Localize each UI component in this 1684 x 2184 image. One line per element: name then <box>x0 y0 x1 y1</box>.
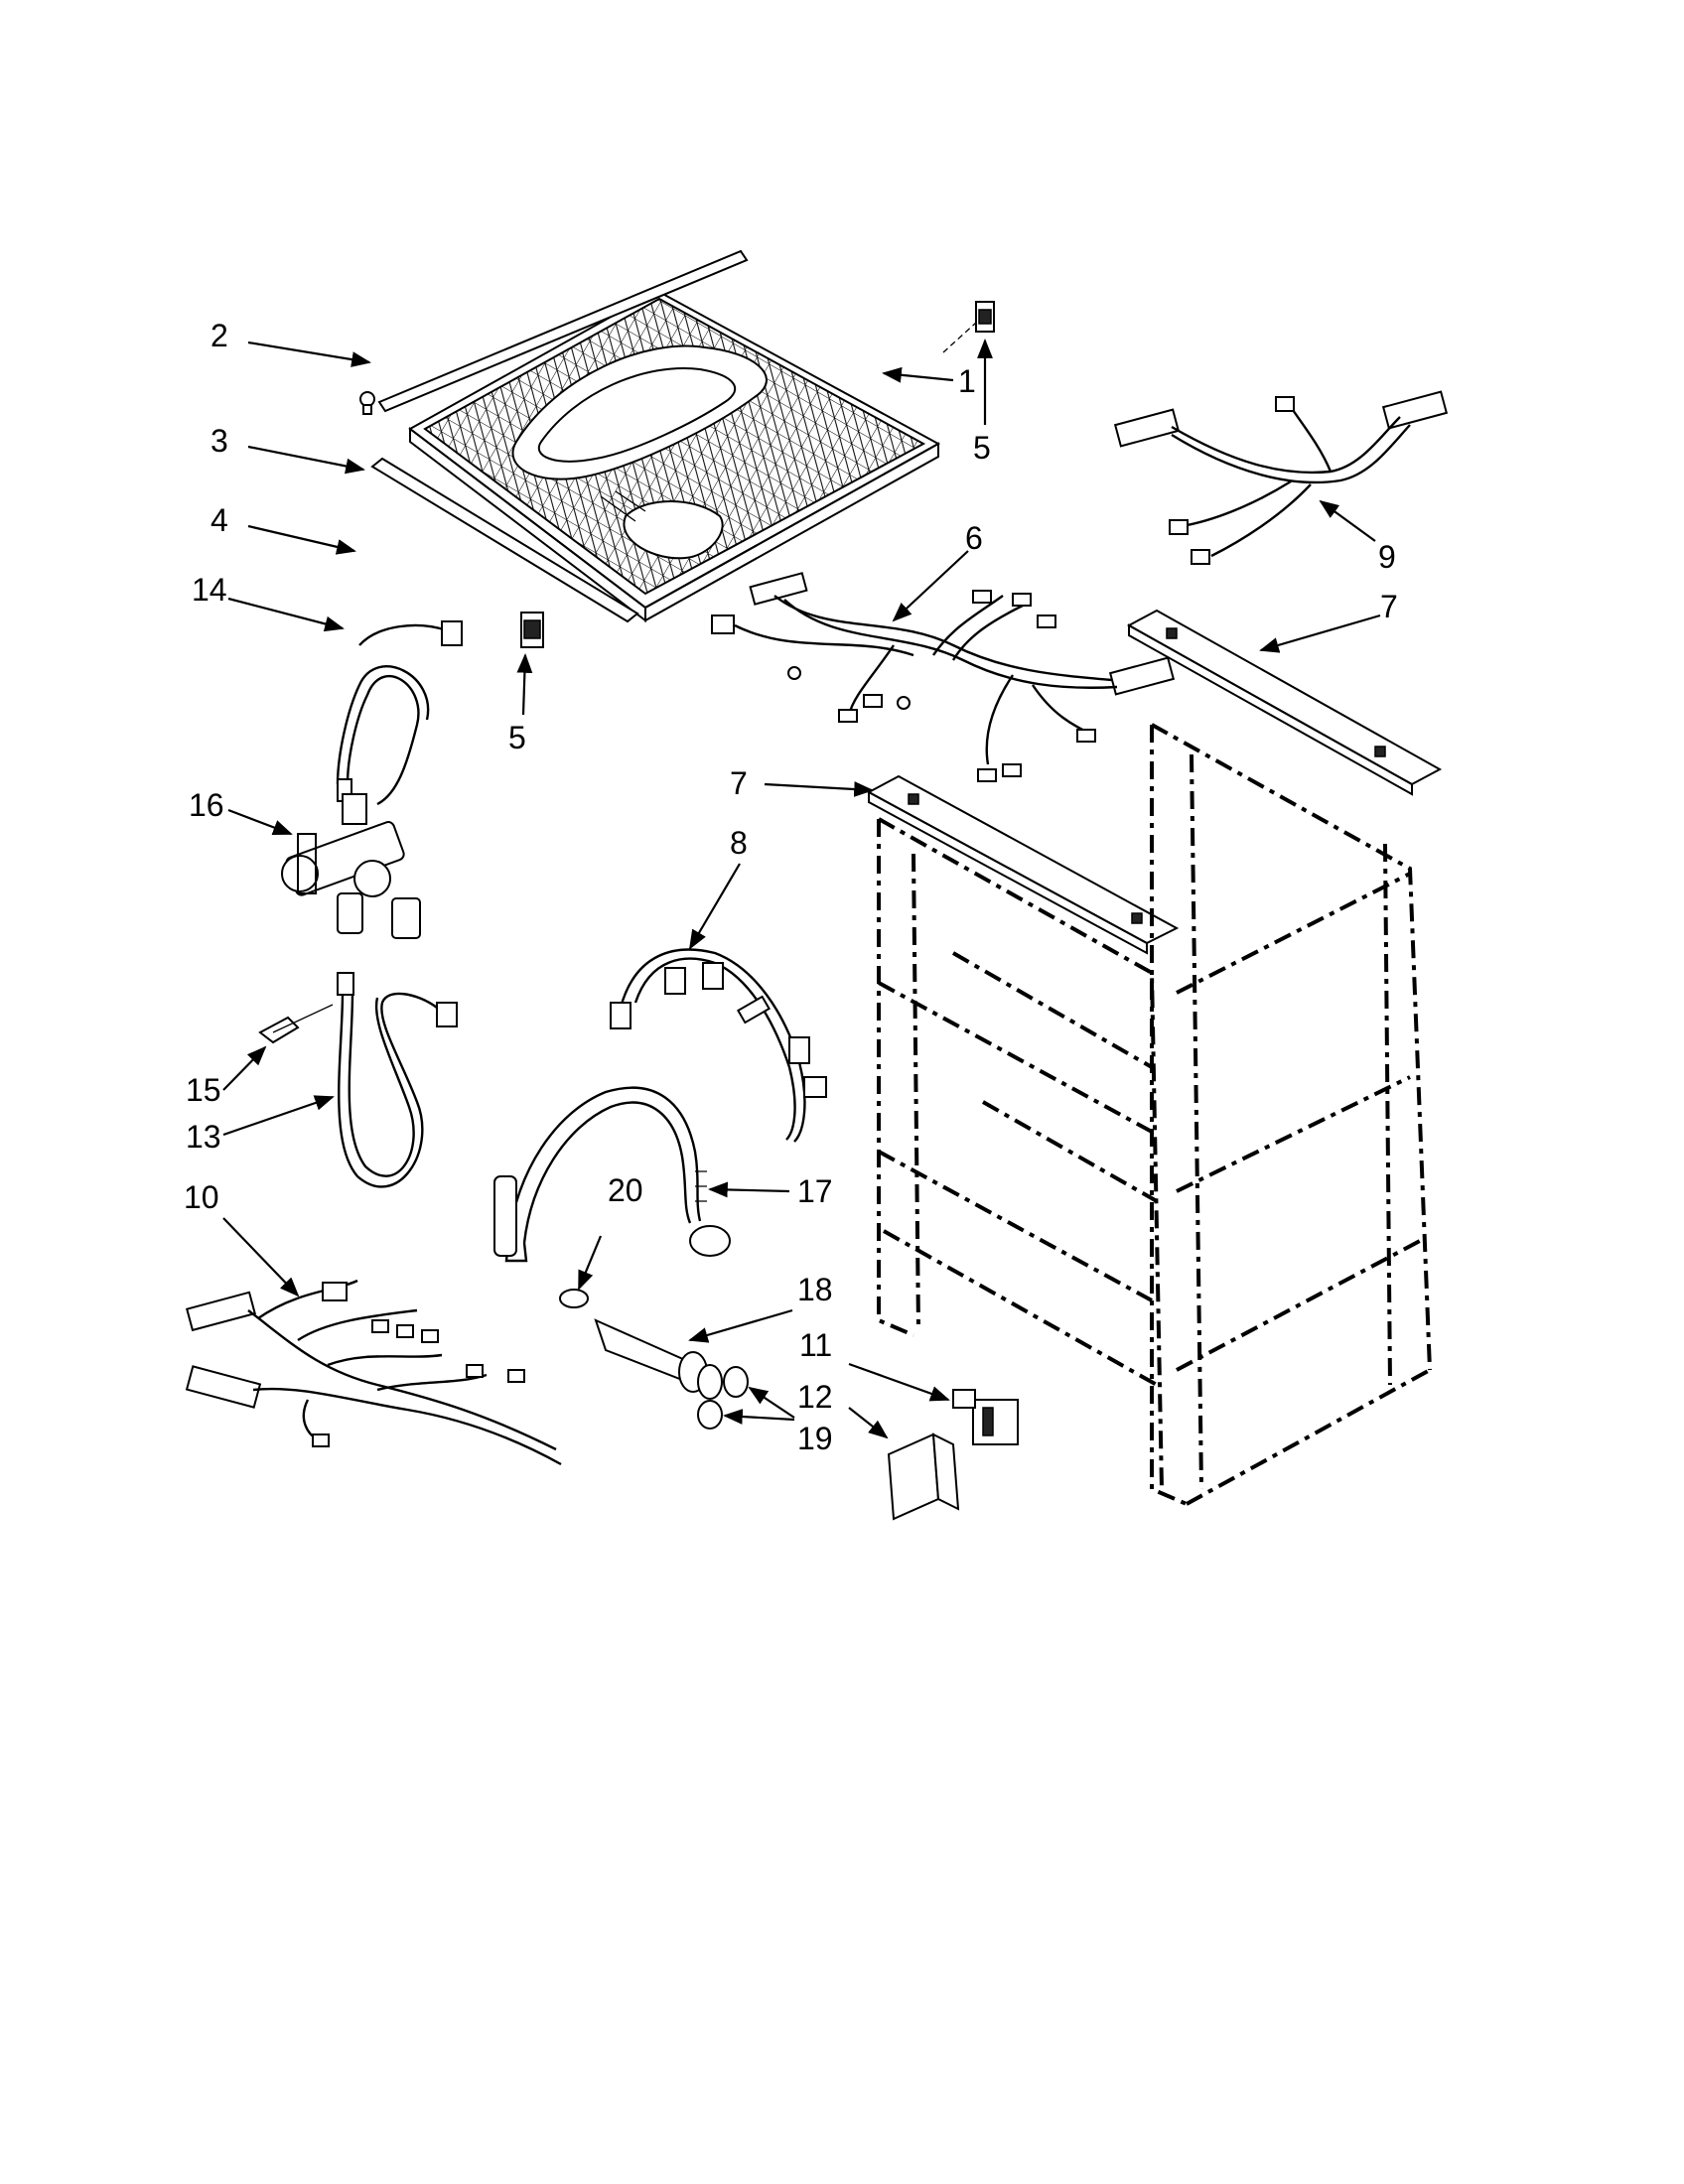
leader-12 <box>848 1407 889 1439</box>
leader-4 <box>247 524 356 555</box>
upper-harness-part <box>1113 390 1449 565</box>
sensor-harness-part <box>610 948 827 1143</box>
leader-3 <box>247 445 365 475</box>
callout-6: 6 <box>965 520 983 556</box>
rear-strip-part <box>377 249 749 413</box>
leader-16 <box>227 808 293 836</box>
callout-17: 17 <box>797 1173 833 1209</box>
callout-5a: 5 <box>973 430 991 466</box>
lower-harness-part <box>185 1279 562 1466</box>
leader-6 <box>892 550 969 622</box>
callout-3: 3 <box>210 423 228 459</box>
callout-7a: 7 <box>1380 589 1398 624</box>
leader-17 <box>708 1181 790 1198</box>
callout-10: 10 <box>184 1179 219 1215</box>
callout-1: 1 <box>958 363 976 399</box>
leader-11 <box>848 1362 950 1402</box>
leader-9 <box>1319 499 1376 542</box>
upper-fill-hose-part <box>336 620 463 806</box>
callout-12: 12 <box>797 1379 833 1415</box>
leader-8 <box>688 863 741 950</box>
water-valve-part <box>281 793 421 939</box>
callout-7b: 7 <box>730 765 748 801</box>
clamp-part <box>559 1289 589 1308</box>
lower-fill-hose-part <box>337 972 458 1188</box>
valve-clip-part <box>258 1004 334 1044</box>
switch-part <box>952 1389 1019 1445</box>
callout-13: 13 <box>186 1119 221 1155</box>
leader-7b <box>764 781 874 797</box>
callout-5b: 5 <box>508 720 526 755</box>
leader-1 <box>882 366 954 383</box>
lower-rail-part <box>866 774 1180 955</box>
callout-15: 15 <box>186 1072 221 1108</box>
callout-14: 14 <box>192 572 227 608</box>
callout-11: 11 <box>799 1327 832 1363</box>
clip-part-lower <box>520 612 544 648</box>
callout-18: 18 <box>797 1272 833 1307</box>
callout-16: 16 <box>189 787 224 823</box>
callout-9: 9 <box>1378 539 1396 575</box>
leader-20 <box>577 1235 603 1291</box>
leader-15 <box>222 1045 267 1091</box>
leader-19b <box>723 1409 795 1425</box>
leader-13 <box>222 1095 335 1137</box>
screw-part <box>359 391 375 415</box>
callout-2: 2 <box>210 318 228 353</box>
upper-rail-part <box>1126 609 1443 796</box>
cabinet-frame-phantom <box>877 723 1432 1506</box>
leader-10 <box>222 1217 300 1297</box>
callout-4: 4 <box>210 502 228 538</box>
top-panel-part <box>408 289 941 623</box>
leader-14 <box>227 597 345 632</box>
clip-part-upper <box>942 301 995 353</box>
leader-5b <box>516 653 533 716</box>
callout-19: 19 <box>797 1421 833 1456</box>
leader-2 <box>247 341 371 367</box>
leader-19a <box>748 1386 795 1419</box>
callout-8: 8 <box>730 825 748 861</box>
leader-7a <box>1259 614 1381 653</box>
front-strip-part <box>370 457 639 623</box>
callout-20: 20 <box>608 1172 643 1208</box>
main-harness-part <box>711 572 1176 782</box>
hose-clamps-part <box>697 1366 749 1430</box>
hose-connector-part <box>594 1318 723 1400</box>
leader-18 <box>688 1308 793 1343</box>
leader-lines <box>222 339 1381 1439</box>
cover-part <box>887 1433 960 1521</box>
drain-hose-part <box>493 1086 731 1263</box>
callout-labels: 1 2 3 4 5 5 6 7 7 8 9 10 11 12 13 14 15 … <box>184 318 1398 1456</box>
